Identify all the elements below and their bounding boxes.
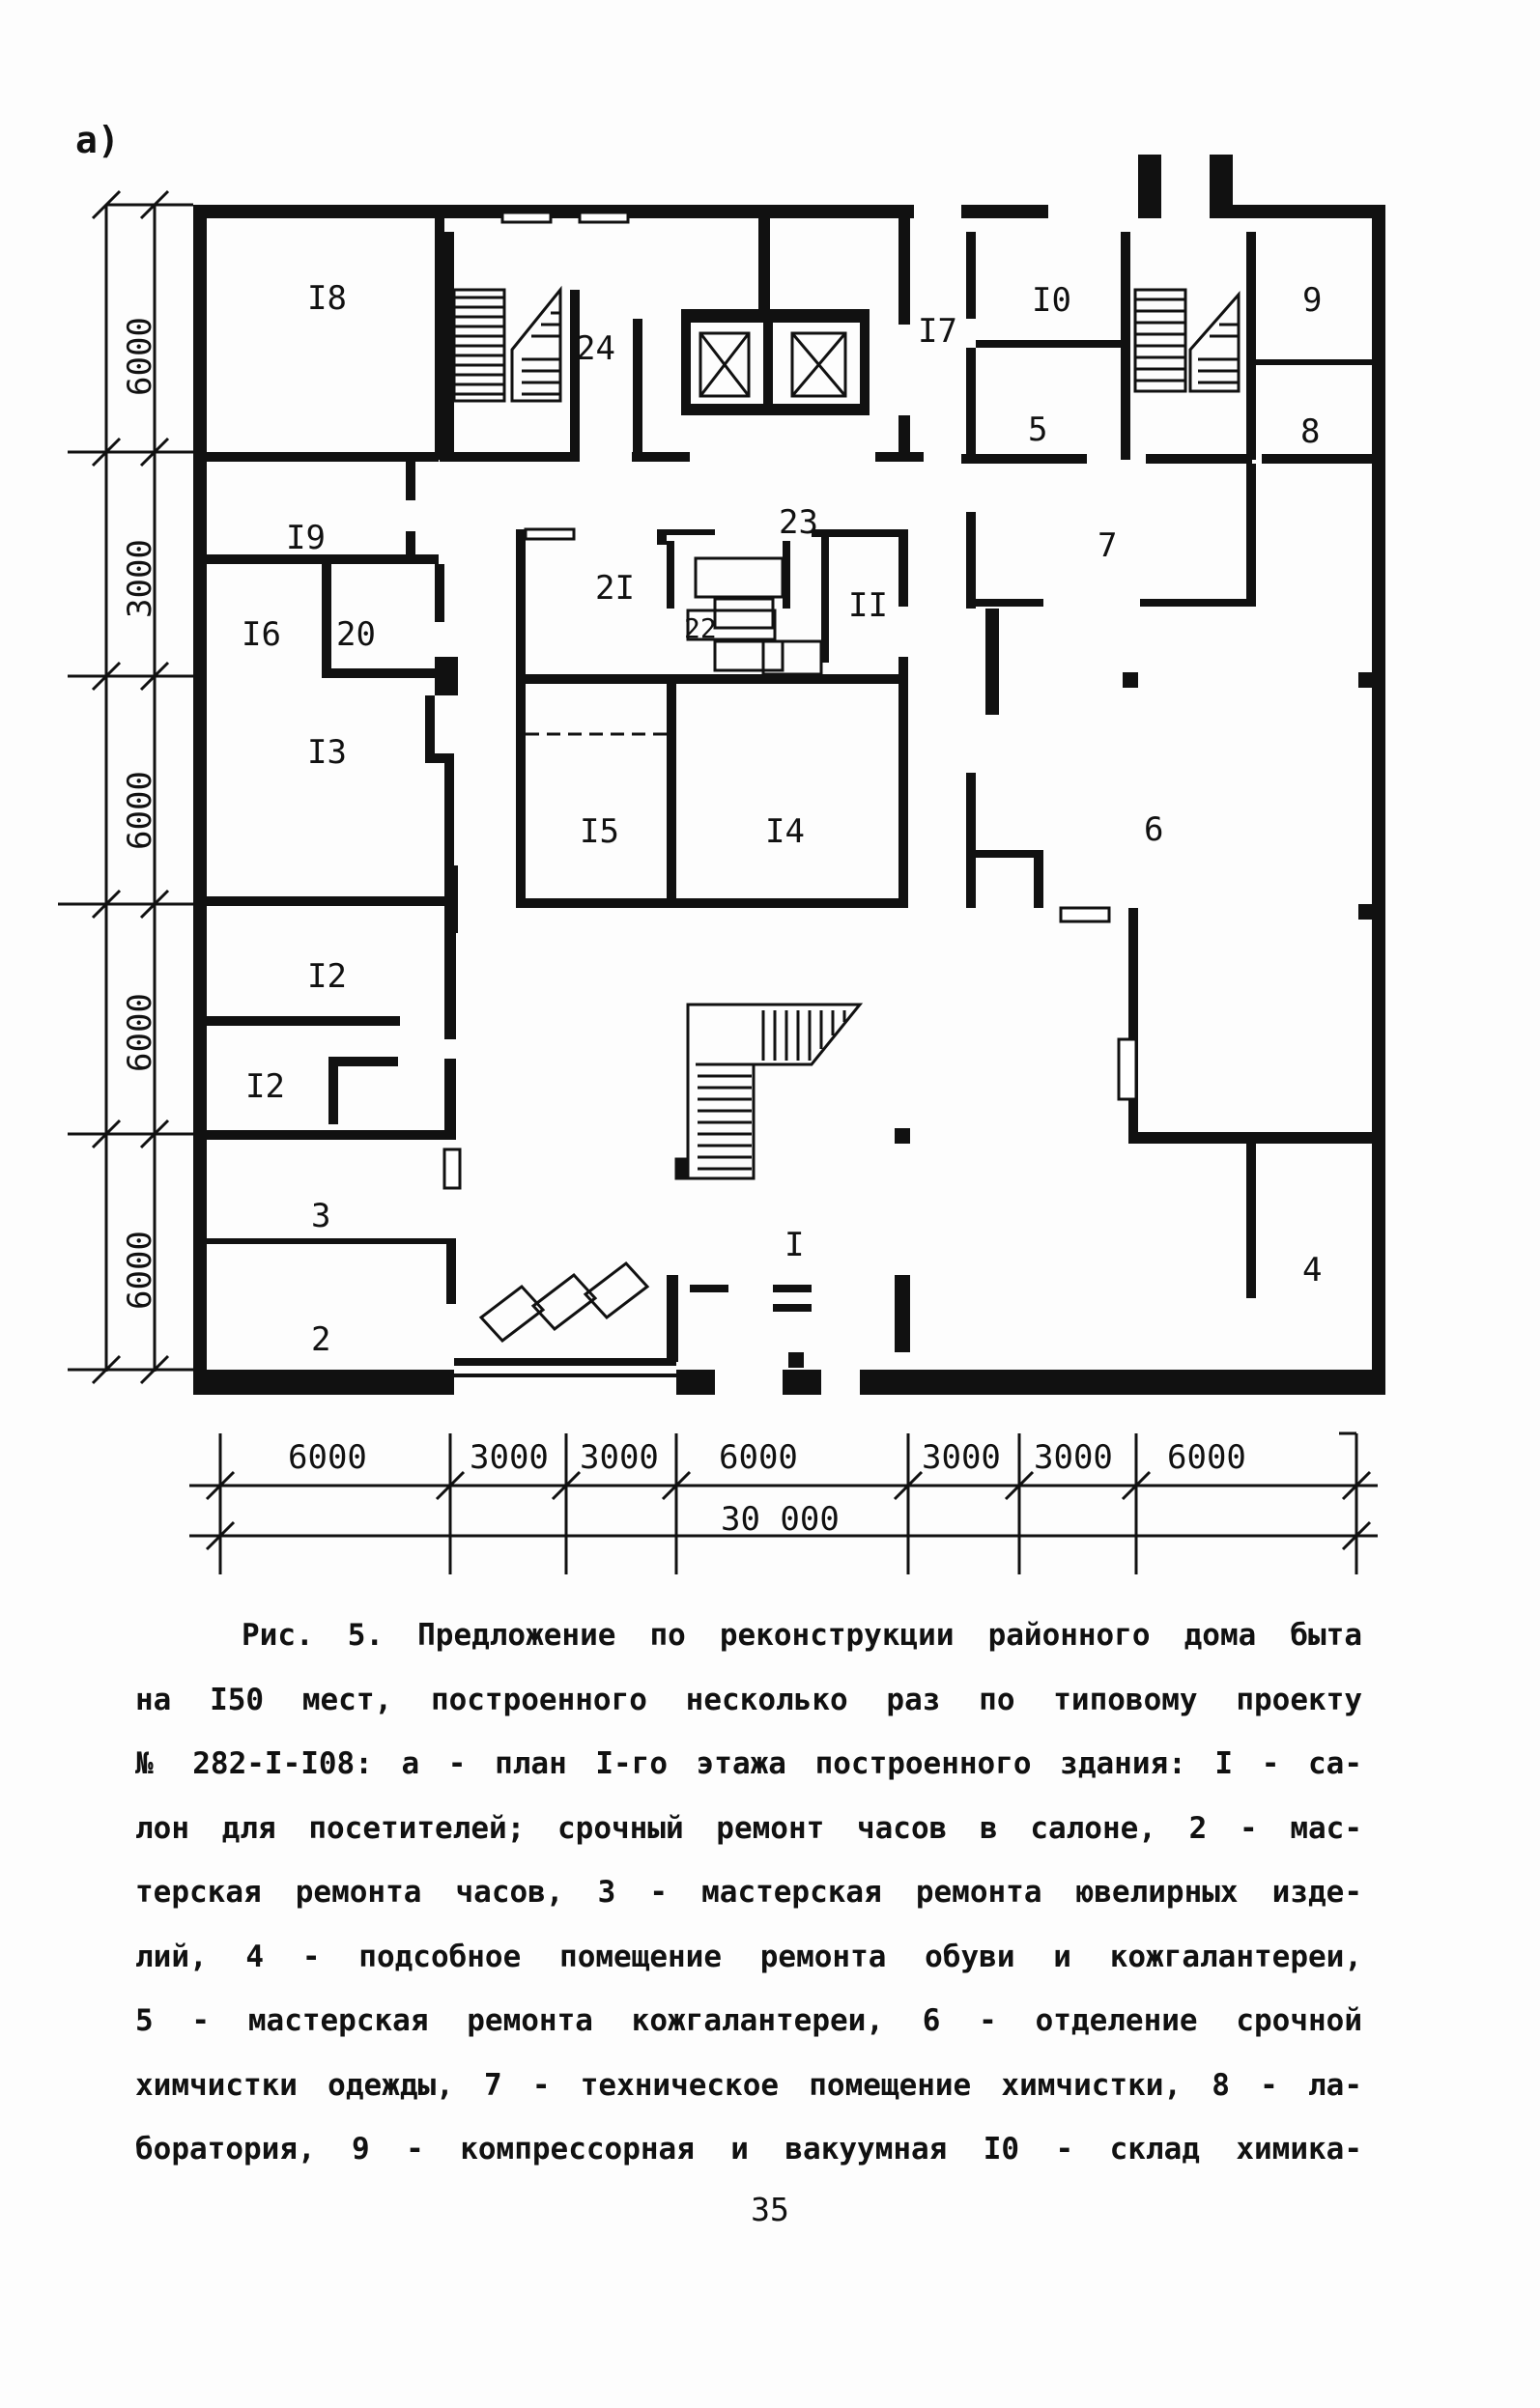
room-label-13: I3 xyxy=(307,733,347,772)
room-label-2: 2 xyxy=(311,1320,330,1359)
caption-line: химчистки одежды, 7 - техническое помеще… xyxy=(135,2067,1362,2103)
bottom-dim-4: 6000 xyxy=(719,1438,798,1477)
room-label-19: I9 xyxy=(286,519,326,557)
staircase-top-left xyxy=(452,285,562,403)
thin-details xyxy=(442,211,1138,1190)
room-label-20: 20 xyxy=(336,615,376,654)
figure-caption: Рис. 5. Предложение по реконструкции рай… xyxy=(135,1603,1362,2182)
room-labels: I8 24 I7 I0 9 5 8 I9 23 2I II 7 I6 20 22… xyxy=(242,279,1322,1359)
room-label-12b: I2 xyxy=(245,1067,285,1106)
caption-line: терская ремонта часов, 3 - мастерская ре… xyxy=(135,1875,1362,1910)
room-label-16: I6 xyxy=(242,615,281,654)
caption-line: лон для посетителей; срочный ремонт часо… xyxy=(135,1810,1362,1846)
bottom-dim-7: 6000 xyxy=(1167,1438,1246,1477)
room-label-8: 8 xyxy=(1300,412,1320,451)
left-dim-3: 6000 xyxy=(121,771,159,850)
left-dim-1: 6000 xyxy=(121,317,159,396)
bottom-dim-6: 3000 xyxy=(1034,1438,1113,1477)
room-label-18: I8 xyxy=(307,279,347,318)
caption-line: на I50 мест, построенного несколько раз … xyxy=(135,1682,1362,1717)
room-label-17: I7 xyxy=(918,312,957,351)
room-label-11: II xyxy=(848,586,888,625)
bottom-dim-3: 3000 xyxy=(580,1438,659,1477)
staircase-top-right xyxy=(1133,288,1241,393)
caption-line: лий, 4 - подсобное помещение ремонта обу… xyxy=(135,1939,1362,1974)
room-label-7: 7 xyxy=(1098,526,1117,565)
room-label-24: 24 xyxy=(576,329,615,368)
room-label-6: 6 xyxy=(1144,810,1163,849)
caption-line: боратория, 9 - компрессорная и вакуумная… xyxy=(135,2132,1362,2167)
left-dim-4: 6000 xyxy=(121,993,159,1072)
room-label-23: 23 xyxy=(779,503,818,542)
bottom-dim-2: 3000 xyxy=(470,1438,549,1477)
staircase-center xyxy=(674,1003,864,1180)
left-dim-2: 3000 xyxy=(121,539,159,618)
bottom-dim-1: 6000 xyxy=(288,1438,367,1477)
bottom-dimension-chain xyxy=(189,1431,1378,1574)
room-label-9: 9 xyxy=(1302,281,1322,320)
room-label-21: 2I xyxy=(595,569,635,608)
room-label-15: I5 xyxy=(580,812,619,851)
total-dimension: 30 000 xyxy=(721,1500,840,1539)
bottom-dim-5: 3000 xyxy=(922,1438,1001,1477)
bottom-dimension-labels: 6000 3000 3000 6000 3000 3000 6000 30 00… xyxy=(288,1438,1246,1539)
caption-line: Рис. 5. Предложение по реконструкции рай… xyxy=(242,1618,1362,1653)
room-label-4: 4 xyxy=(1302,1251,1322,1289)
inner-walls xyxy=(207,218,1376,1368)
room-label-14: I4 xyxy=(765,812,805,851)
floor-plan: а) xyxy=(58,119,1385,1574)
figure-sublabel: а) xyxy=(75,119,120,161)
caption-line: 5 - мастерская ремонта кожгалантереи, 6 … xyxy=(135,2003,1362,2038)
room-label-5: 5 xyxy=(1028,411,1047,449)
room-label-12a: I2 xyxy=(307,957,347,996)
left-dimension-chain xyxy=(58,189,193,1385)
left-dimension-labels: 6000 3000 6000 6000 6000 xyxy=(121,317,159,1310)
room-label-1: I xyxy=(784,1226,804,1264)
room-label-22: 22 xyxy=(684,612,717,644)
left-dim-5: 6000 xyxy=(121,1231,159,1310)
room-label-3: 3 xyxy=(311,1197,330,1235)
page-number: 35 xyxy=(751,2191,789,2228)
caption-line: № 282-I-I08: а - план I-го этажа построе… xyxy=(135,1746,1362,1781)
entrance-doors-symbol xyxy=(478,1261,650,1344)
room-label-10: I0 xyxy=(1032,281,1071,320)
outer-walls xyxy=(193,155,1385,1395)
